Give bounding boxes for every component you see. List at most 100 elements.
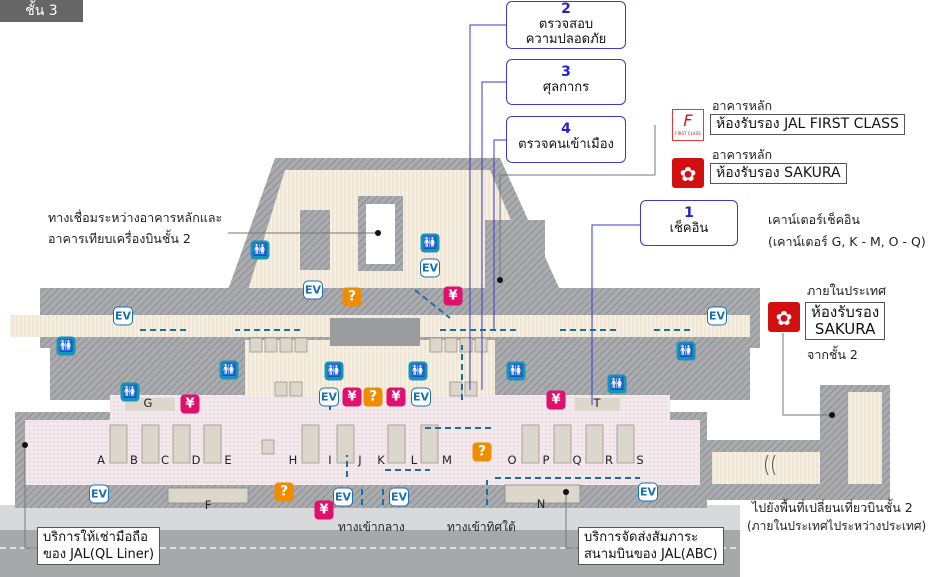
center-entrance: ทางเข้ากลาง [338,520,405,534]
checkin-counter-desk [616,424,635,464]
fixture-block [274,381,288,397]
sakura-lounge-name[interactable]: ห้องรับรอง SAKURA [710,163,847,184]
elevator-icon[interactable]: EV [303,280,323,300]
callout-text: ตรวจคนเข้าเมือง [518,137,614,152]
callout-checkin[interactable]: 1 เช็คอิน [640,200,738,246]
currency-exchange-icon[interactable]: ¥ [386,387,406,407]
checkin-counter-desk [585,424,604,464]
fixture-block [279,337,293,353]
first-lounge-name[interactable]: ห้องรับรอง JAL FIRST CLASS [710,114,905,135]
checkin-note-line1: เคาน์เตอร์เช็คอิน [768,212,860,227]
checkin-counter-desk [336,424,355,464]
restroom-icon[interactable]: 🚻 [324,361,344,381]
elevator-icon[interactable]: EV [420,258,440,278]
counter-label: P [542,453,550,467]
counter-label: N [536,497,546,511]
counter-label: G [143,396,153,410]
restroom-icon[interactable]: 🚻 [607,374,627,394]
counter-label: S [636,453,644,467]
checkin-counter-desk [109,424,128,464]
fixture-block [429,337,443,353]
domestic-sakura-lounge-icon: ✿ [768,302,800,332]
first-lounge-building: อาคารหลัก [712,98,773,113]
currency-exchange-icon[interactable]: ¥ [180,394,200,414]
information-icon[interactable]: ? [274,482,294,502]
elevator-icon[interactable]: EV [319,387,339,407]
step-number: 4 [561,121,571,137]
information-icon[interactable]: ? [342,287,362,307]
restroom-icon[interactable]: 🚻 [420,233,440,253]
callout-text: ความปลอดภัย [525,32,607,47]
information-icon[interactable]: ? [363,387,383,407]
checkin-counter-desk [521,424,540,464]
fixture-block [249,337,263,353]
checkin-counter-desk [387,424,406,464]
checkin-note-line2: (เคาน์เตอร์ G, K - M, O - Q) [768,234,926,249]
route-arrows [140,289,690,505]
checkin-counter-desk [172,424,191,464]
domestic-lounge-area: ภายในประเทศ [807,283,887,298]
counter-label: L [410,453,418,467]
counter-label: I [328,453,332,467]
information-icon[interactable]: ? [472,442,492,462]
connection-note-line2: อาคารเทียบเครื่องบินชั้น 2 [48,231,191,246]
elevator-icon[interactable]: EV [333,487,353,507]
connection-note-line1: ทางเชื่อมระหว่างอาคารหลักและ [48,210,223,225]
restroom-icon[interactable]: 🚻 [120,382,140,402]
checkin-counter-desk [420,424,439,464]
counter-label: Q [572,453,582,467]
abc-service[interactable]: บริการจัดส่งสัมภาระสนามบินของ JAL(ABC) [578,527,724,565]
counter-label: H [288,453,298,467]
elevator-icon[interactable]: EV [89,484,109,504]
currency-exchange-icon[interactable]: ¥ [546,390,566,410]
counter-label: K [377,453,385,467]
sakura-lounge-building: อาคารหลัก [712,147,773,162]
checkin-counter-desk [553,424,572,464]
restroom-icon[interactable]: 🚻 [676,341,696,361]
fixture-block [261,439,275,455]
elevator-icon[interactable]: EV [411,387,431,407]
counter-label: O [507,453,517,467]
fixture-block [289,381,303,397]
callout-text: ศุลกากร [542,80,590,95]
counter-label: D [191,453,201,467]
currency-exchange-icon[interactable]: ¥ [314,500,334,520]
fixture-block [464,381,478,397]
elevator-icon[interactable]: EV [113,306,133,326]
counter-label: E [224,453,232,467]
callout-security-check[interactable]: 2 ตรวจสอบ ความปลอดภัย [506,1,626,49]
ql-liner-service[interactable]: บริการให้เช่ามือถือของ JAL(QL Liner) [37,527,161,565]
fixture-block [264,337,278,353]
restroom-icon[interactable]: 🚻 [506,361,526,381]
counter-label: R [605,453,613,467]
counter-label: F [204,498,212,512]
fixture-block [449,381,463,397]
currency-exchange-icon[interactable]: ¥ [443,286,463,306]
checkin-counter-desk [301,424,320,464]
callout-customs[interactable]: 3 ศุลกากร [506,59,626,105]
restroom-icon[interactable]: 🚻 [56,336,76,356]
counter-label: B [130,453,138,467]
elevator-icon[interactable]: EV [707,306,727,326]
callout-text: เช็คอิน [669,221,709,236]
counter-label: M [442,453,452,467]
callout-text: ตรวจสอบ [538,17,594,32]
counter-label: J [358,453,362,467]
currency-exchange-icon[interactable]: ¥ [342,387,362,407]
elevator-icon[interactable]: EV [638,482,658,502]
elevator-icon[interactable]: EV [389,487,409,507]
floor-label: ชั้น 3 [0,0,83,22]
fixture-block [474,337,488,353]
counter-label: A [97,453,105,467]
checkin-counter-desk [141,424,160,464]
step-number: 3 [561,64,571,80]
south-entrance: ทางเข้าทิศใต้ [447,520,516,534]
callout-immigration[interactable]: 4 ตรวจคนเข้าเมือง [506,116,626,163]
restroom-icon[interactable]: 🚻 [408,361,428,381]
counter-label: C [160,453,170,467]
restroom-icon[interactable]: 🚻 [250,240,270,260]
restroom-icon[interactable]: 🚻 [219,360,239,380]
